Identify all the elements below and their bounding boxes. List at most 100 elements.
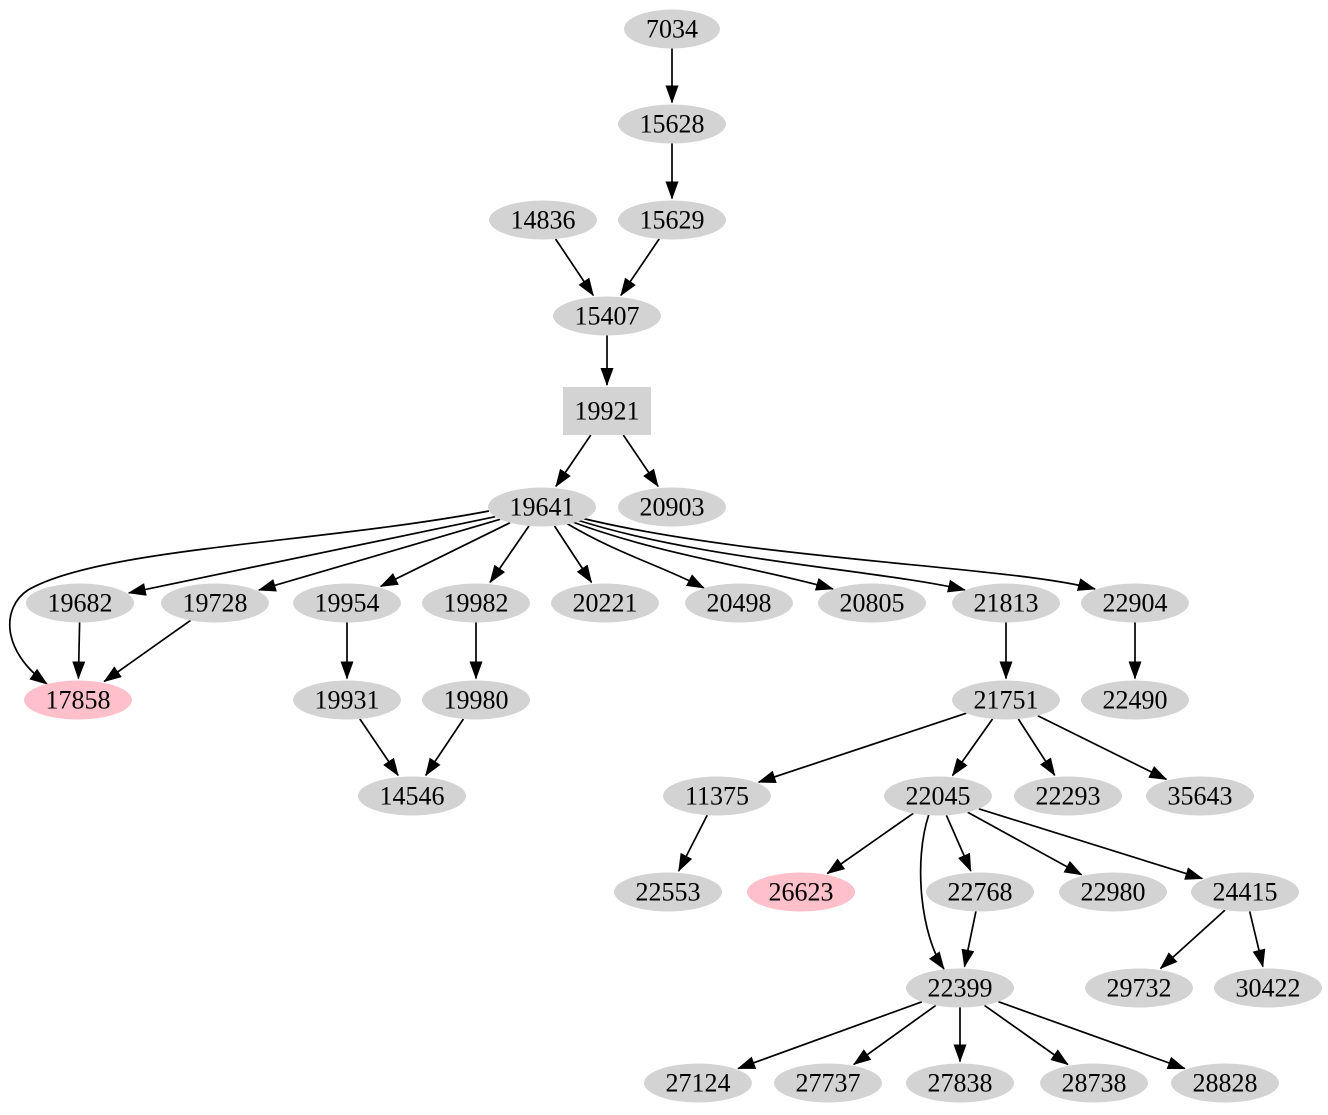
edge-24415-30422 <box>1248 911 1266 968</box>
edge-22399-28828 <box>998 1000 1186 1070</box>
node-21813-label: 21813 <box>974 589 1039 618</box>
edge-22399-28738 <box>984 1004 1069 1066</box>
node-19980 <box>422 680 530 720</box>
edge-22045-24415 <box>978 807 1204 880</box>
node-19921 <box>563 387 651 435</box>
node-17858-label: 17858 <box>46 686 111 715</box>
edge-21751-11375 <box>757 712 967 784</box>
node-22553-label: 22553 <box>636 878 701 907</box>
node-19931 <box>293 680 401 720</box>
node-27124-label: 27124 <box>666 1069 731 1098</box>
edge-24415-29732 <box>1159 909 1226 970</box>
node-19728 <box>161 583 269 623</box>
edge-21751-35643 <box>1037 715 1168 781</box>
edge-19641-20805 <box>569 520 834 591</box>
edge-19931-14546 <box>359 718 399 777</box>
node-22768 <box>926 872 1034 912</box>
node-27737 <box>774 1063 882 1103</box>
node-20805-label: 20805 <box>840 589 905 618</box>
node-15628 <box>618 104 726 144</box>
node-7034-label: 7034 <box>646 15 698 44</box>
node-30422 <box>1214 968 1322 1008</box>
node-30422-label: 30422 <box>1236 974 1301 1003</box>
node-24415 <box>1191 872 1299 912</box>
node-29732 <box>1085 968 1193 1008</box>
node-28738 <box>1040 1063 1148 1103</box>
node-27838-label: 27838 <box>928 1069 993 1098</box>
edge-22045-22399 <box>919 813 945 970</box>
edge-22045-22980 <box>967 811 1083 876</box>
node-15629-label: 15629 <box>640 206 705 235</box>
edge-21751-22293 <box>1017 718 1056 777</box>
node-19728-label: 19728 <box>183 589 248 618</box>
node-26623-label: 26623 <box>769 878 834 907</box>
edge-19641-20221 <box>553 525 593 584</box>
edge-19728-17858 <box>103 619 191 683</box>
node-22293-label: 22293 <box>1036 782 1101 811</box>
node-19682-label: 19682 <box>48 589 113 618</box>
node-22768-label: 22768 <box>948 878 1013 907</box>
node-17858 <box>24 680 132 720</box>
node-14546 <box>358 776 466 816</box>
node-21813 <box>952 583 1060 623</box>
edge-19641-20498 <box>565 522 705 589</box>
node-15629 <box>618 200 726 240</box>
node-22553 <box>614 872 722 912</box>
edge-22768-22399 <box>961 911 977 968</box>
node-20221-label: 20221 <box>573 589 638 618</box>
node-20903 <box>618 487 726 527</box>
node-22045 <box>884 776 992 816</box>
node-11375-label: 11375 <box>685 782 749 811</box>
edge-22045-22768 <box>945 814 972 872</box>
edge-19641-22904 <box>576 516 1096 591</box>
node-21751-label: 21751 <box>974 686 1039 715</box>
edge-11375-22553 <box>677 814 708 872</box>
edge-19921-19641 <box>555 434 592 488</box>
node-26623 <box>747 872 855 912</box>
node-24415-label: 24415 <box>1213 878 1278 907</box>
node-11375 <box>663 776 771 816</box>
node-20903-label: 20903 <box>640 493 705 522</box>
node-22045-label: 22045 <box>906 782 971 811</box>
node-19982-label: 19982 <box>444 589 509 618</box>
node-14546-label: 14546 <box>380 782 445 811</box>
node-22490-label: 22490 <box>1103 686 1168 715</box>
node-19921-label: 19921 <box>575 397 640 426</box>
node-22399-label: 22399 <box>928 974 993 1003</box>
node-22293 <box>1014 776 1122 816</box>
edge-21751-22045 <box>951 718 994 777</box>
node-22980-label: 22980 <box>1081 878 1146 907</box>
edge-19641-19954 <box>379 521 511 588</box>
node-27838 <box>906 1063 1014 1103</box>
node-22904 <box>1081 583 1189 623</box>
node-21751 <box>952 680 1060 720</box>
node-35643 <box>1146 776 1254 816</box>
node-20498-label: 20498 <box>707 589 772 618</box>
edge-19641-19982 <box>489 525 530 584</box>
node-35643-label: 35643 <box>1168 782 1233 811</box>
node-28738-label: 28738 <box>1062 1069 1127 1098</box>
node-14836 <box>489 200 597 240</box>
edge-15629-15407 <box>620 238 660 297</box>
node-15407 <box>553 296 661 336</box>
node-20805 <box>818 583 926 623</box>
node-20221 <box>551 583 659 623</box>
node-22980 <box>1059 872 1167 912</box>
edge-22399-27124 <box>737 1001 923 1070</box>
node-19982 <box>422 583 530 623</box>
node-28828 <box>1171 1063 1279 1103</box>
edge-19921-20903 <box>622 434 659 488</box>
edge-19641-19728 <box>257 518 501 592</box>
edge-19641-17858 <box>8 510 490 685</box>
node-15628-label: 15628 <box>640 110 705 139</box>
node-29732-label: 29732 <box>1107 974 1172 1003</box>
node-7034 <box>624 9 720 49</box>
node-19954-label: 19954 <box>315 589 380 618</box>
edge-19980-14546 <box>424 718 465 777</box>
node-22904-label: 22904 <box>1103 589 1168 618</box>
edge-layer <box>8 48 1266 1070</box>
node-19931-label: 19931 <box>315 686 380 715</box>
